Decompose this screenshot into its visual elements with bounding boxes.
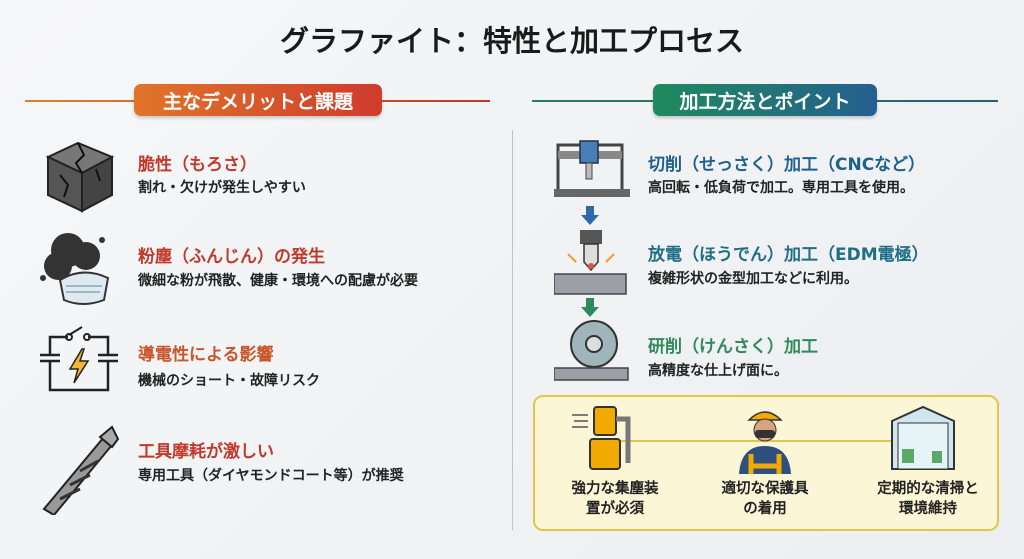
cnc-machine-icon xyxy=(554,140,630,197)
circuit-lightning-icon xyxy=(40,326,118,392)
safety-connector-line xyxy=(620,440,920,442)
drill-bit-icon xyxy=(42,425,120,515)
page-title: グラファイト：特性と加工プロセス xyxy=(279,24,744,58)
safety-label-line: 環境維持 xyxy=(899,500,957,517)
left-item-desc: 微細な粉が飛散、健康・環境への配慮が必要 xyxy=(138,273,418,289)
safety-label-line: の着用 xyxy=(743,500,787,517)
protective-worker-icon xyxy=(739,411,791,474)
left-item-title: 導電性による影響 xyxy=(138,345,274,365)
column-divider xyxy=(512,130,513,530)
left-item-desc: 機械のショート・故障リスク xyxy=(138,373,320,389)
safety-label-line: 適切な保護具 xyxy=(721,481,809,497)
safety-label: 適切な保護具の着用 xyxy=(690,480,840,519)
right-item-desc: 高回転・低負荷で加工。専用工具を使用。 xyxy=(648,180,914,196)
clean-room-icon xyxy=(891,405,955,470)
left-item-title: 脆性（もろさ） xyxy=(138,155,257,175)
left-item-desc: 専用工具（ダイヤモンドコート等）が推奨 xyxy=(138,468,404,484)
left-item-title: 工具摩耗が激しい xyxy=(138,442,274,462)
right-item-desc: 高精度な仕上げ面に。 xyxy=(648,363,788,379)
arrow-down-icon xyxy=(581,206,599,225)
dust-collector-icon xyxy=(572,406,631,470)
edm-electrode-icon xyxy=(554,230,627,295)
dust-mask-icon xyxy=(40,233,110,305)
right-item-desc: 複雑形状の金型加工などに利用。 xyxy=(648,271,858,287)
right-section-header: 加工方法とポイント xyxy=(653,84,877,116)
safety-label-line: 強力な集塵装 xyxy=(571,481,659,497)
right-item-title: 放電（ほうでん）加工（EDM電極） xyxy=(648,245,929,265)
left-section-header: 主なデメリットと課題 xyxy=(134,84,382,116)
safety-label-line: 置が必須 xyxy=(586,500,644,517)
right-item-title: 研削（けんさく）加工 xyxy=(648,337,818,357)
arrow-down-icon xyxy=(581,298,599,317)
safety-label: 定期的な清掃と環境維持 xyxy=(848,480,1008,519)
safety-label-line: 定期的な清掃と xyxy=(877,481,979,497)
grinding-wheel-icon xyxy=(554,320,629,381)
left-item-title: 粉塵（ふんじん）の発生 xyxy=(138,247,325,267)
left-item-desc: 割れ・欠けが発生しやすい xyxy=(138,180,306,196)
safety-label: 強力な集塵装置が必須 xyxy=(540,480,690,519)
cracked-cube-icon xyxy=(45,141,115,213)
right-item-title: 切削（せっさく）加工（CNCなど） xyxy=(648,155,926,175)
